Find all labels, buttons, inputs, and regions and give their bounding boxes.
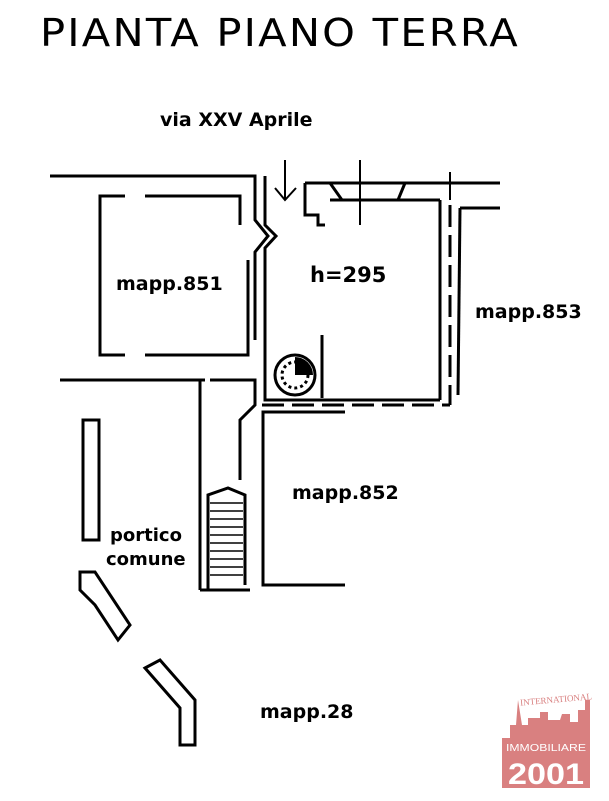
label-height: h=295: [310, 263, 386, 287]
svg-text:INTERNATIONAL: INTERNATIONAL: [520, 691, 593, 707]
label-mapp-853: mapp.853: [475, 301, 582, 323]
spiral-stair-icon: [273, 353, 317, 397]
walls: [50, 160, 500, 407]
label-portico: portico: [110, 525, 182, 546]
room-mapp-851: [98, 194, 250, 357]
corridor: [60, 378, 257, 592]
staircase-icon: [210, 502, 243, 576]
label-mapp-852: mapp.852: [292, 482, 399, 504]
room-mapp-852: [261, 410, 345, 587]
street-label: via XXV Aprile: [160, 109, 313, 131]
svg-text:IMMOBILIARE: IMMOBILIARE: [506, 743, 586, 754]
label-mapp-851: mapp.851: [116, 273, 223, 295]
plan-title: PIANTA PIANO TERRA: [40, 11, 520, 55]
label-mapp-28: mapp.28: [260, 701, 353, 723]
label-comune: comune: [106, 549, 186, 570]
portico-pillars: [78, 418, 197, 747]
agency-logo: INTERNATIONAL IMMOBILIARE 2001: [502, 691, 592, 791]
svg-text:2001: 2001: [508, 758, 584, 791]
entrance-arrow-icon: [274, 160, 297, 202]
